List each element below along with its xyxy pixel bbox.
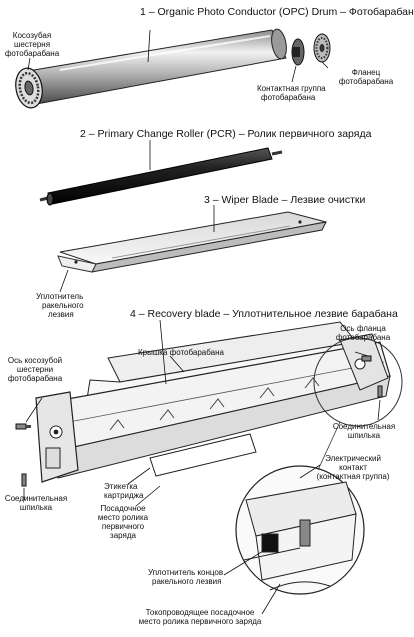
contact-group xyxy=(291,38,305,66)
connecting-pin-right-part xyxy=(377,385,383,398)
connecting-pin-left-label: Соединительная шпилька xyxy=(4,494,68,512)
pcr-roller xyxy=(39,147,283,206)
flange-axle-label: Ось фланца фотобарабана xyxy=(335,324,391,342)
blade-seal-label: Уплотнитель ракельного лезвия xyxy=(36,292,84,319)
cartridge-label-label: Этикетка картриджа xyxy=(104,482,144,500)
cartridge-exploded-diagram: 1 – Organic Photo Conductor (OPC) Drum –… xyxy=(4,6,414,626)
connecting-pin-left-part xyxy=(21,473,27,487)
electrical-contact-label: Электрический контакт (контактная группа… xyxy=(316,454,390,481)
wiper-blade xyxy=(57,211,327,273)
helical-gear xyxy=(15,67,43,109)
helical-gear-label: Косозубая шестерня фотобарабана xyxy=(4,31,60,58)
drum-flange xyxy=(313,33,331,63)
connecting-pin-right-label: Соединительная шпилька xyxy=(332,422,396,440)
blade-end-seal-label: Уплотнитель концов ракельного лезвия xyxy=(148,568,224,586)
opc-drum xyxy=(21,28,287,105)
contact-group-label: Контактная группа фотобарабана xyxy=(257,84,326,102)
cartridge-body xyxy=(35,321,403,595)
drum-cover-label: Крышка фотобарабана xyxy=(138,348,224,357)
flange-axle-part xyxy=(361,355,372,362)
pcr-label: 2 – Primary Change Roller (PCR) – Ролик … xyxy=(80,128,372,140)
wiper-blade-label: 3 – Wiper Blade – Лезвие очистки xyxy=(204,194,366,206)
drum-flange-label: Фланец фотобарабана xyxy=(338,68,394,86)
helical-gear-axle-label: Ось косозубой шестерни фотобарабана xyxy=(7,356,63,383)
opc-drum-label: 1 – Organic Photo Conductor (OPC) Drum –… xyxy=(140,6,414,18)
diagram-artwork xyxy=(15,28,403,615)
helical-gear-axle-part xyxy=(15,423,31,430)
conductive-pcr-seat-label: Токопроводящее посадочное место ролика п… xyxy=(138,608,262,626)
recovery-blade-label: 4 – Recovery blade – Уплотнительное лезв… xyxy=(130,308,398,320)
leader-lines xyxy=(23,29,381,615)
pcr-seat-label: Посадочное место ролика первичного заряд… xyxy=(97,504,149,540)
